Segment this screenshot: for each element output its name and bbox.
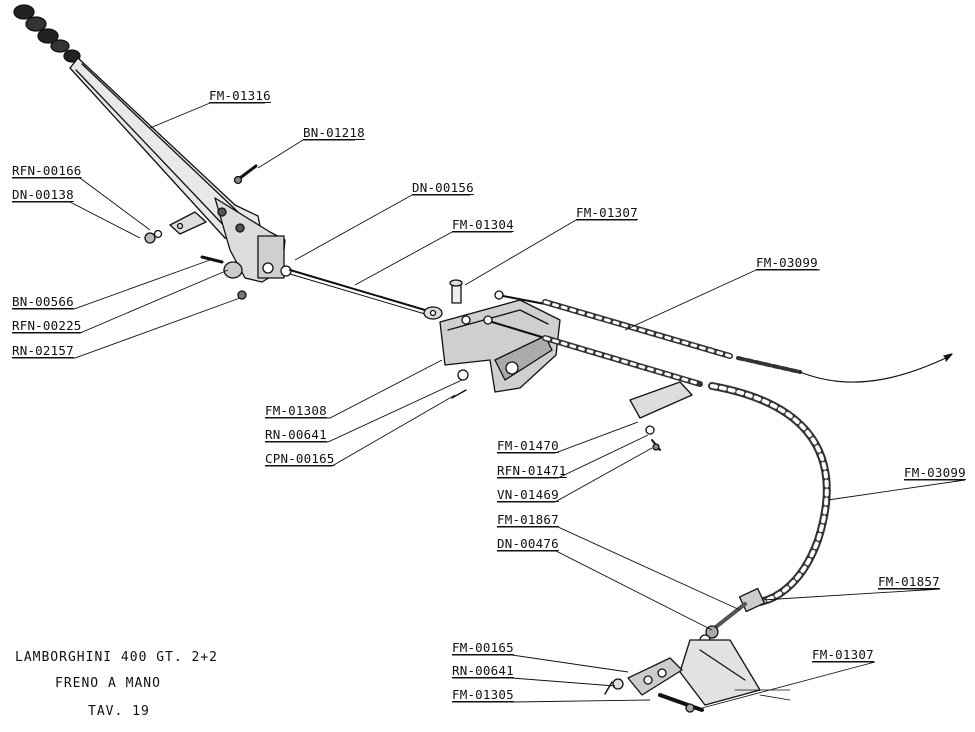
label-dn-00156: DN-00156: [412, 180, 474, 195]
label-vn-01469: VN-01469: [497, 487, 559, 502]
ring-rn-02157: [237, 290, 247, 300]
label-rfn-00225: RFN-00225: [12, 318, 82, 333]
lower-cable: [483, 315, 831, 606]
label-fm-01304: FM-01304: [452, 217, 514, 232]
title-subject: FRENO A MANO: [55, 676, 161, 691]
label-rfn-00166: RFN-00166: [12, 163, 82, 178]
upper-cable: [494, 290, 953, 383]
label-rn-00641-low: RN-00641: [452, 663, 514, 678]
rear-adjuster: [679, 587, 791, 706]
title-model: LAMBORGHINI 400 GT. 2+2: [15, 650, 219, 665]
handbrake-lever: [13, 4, 286, 283]
label-bn-00566: BN-00566: [12, 294, 74, 309]
cable-clip: [629, 381, 693, 451]
label-fm-01307-top: FM-01307: [576, 205, 638, 220]
title-plate: TAV. 19: [88, 704, 150, 719]
label-dn-00476: DN-00476: [497, 536, 559, 551]
label-rn-02157: RN-02157: [12, 343, 74, 358]
label-fm-00165: FM-00165: [452, 640, 514, 655]
nut-dn-00138: [144, 232, 156, 244]
label-rfn-01471: RFN-01471: [497, 463, 567, 478]
label-fm-01857: FM-01857: [878, 574, 940, 589]
label-fm-01470: FM-01470: [497, 438, 559, 453]
label-cpn-00165: CPN-00165: [265, 451, 335, 466]
tie-rod: [280, 265, 443, 320]
label-rn-00641-mid: RN-00641: [265, 427, 327, 442]
label-dn-00138: DN-00138: [12, 187, 74, 202]
equalizer-bracket: [439, 299, 561, 393]
washer-rn-00641: [457, 369, 469, 381]
label-bn-01218: BN-01218: [303, 125, 365, 140]
label-fm-01307-bottom: FM-01307: [812, 647, 874, 662]
label-fm-01305: FM-01305: [452, 687, 514, 702]
bolt-bn-01218: [233, 164, 258, 185]
label-fm-01867: FM-01867: [497, 512, 559, 527]
leader-lines: [12, 102, 966, 709]
pin-fm-01307: [449, 279, 463, 304]
washer-rfn-00166: [153, 229, 163, 239]
label-fm-03099-top: FM-03099: [756, 255, 818, 270]
label-fm-03099-right: FM-03099: [904, 465, 966, 480]
label-fm-01308: FM-01308: [265, 403, 327, 418]
clevis: [604, 657, 704, 713]
cotter-pin: [451, 389, 467, 399]
label-fm-01316: FM-01316: [209, 88, 271, 103]
